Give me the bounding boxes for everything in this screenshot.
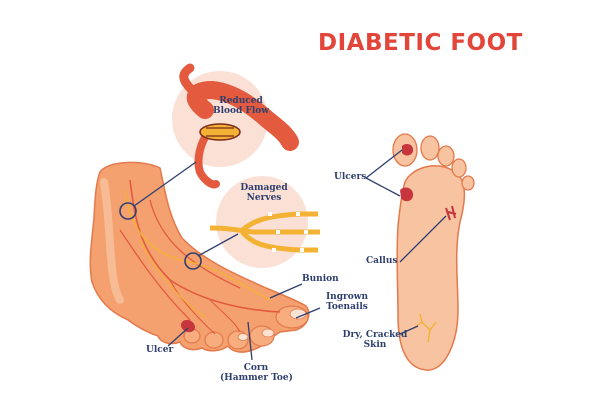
magnifier-circle-icon [184, 252, 202, 270]
label-bunion: Bunion [302, 274, 339, 284]
sole-ulcer-wound [400, 187, 414, 202]
toe-ulcer-wound [402, 143, 414, 156]
label-ulcers: Ulcers [334, 172, 367, 182]
blood-vessel-icon [179, 63, 299, 189]
label-corn-hammer-toe: Corn (Hammer Toe) [220, 363, 293, 383]
label-ingrown-toenails: Ingrown Toenails [325, 292, 369, 312]
leader-lines [133, 149, 447, 361]
ulcer-wound [181, 319, 196, 333]
diagram-title: DIABETIC FOOT [318, 30, 523, 56]
callus-mark [445, 205, 457, 221]
nerve-icon [209, 211, 320, 253]
cracks-mark [413, 313, 437, 343]
label-reduced-blood-flow: Reduced Blood Flow [212, 96, 270, 116]
label-damaged-nerves: Damaged Nerves [240, 183, 288, 203]
label-callus: Callus [366, 256, 398, 266]
sole-view-foot [392, 133, 475, 371]
label-dry-cracked-skin: Dry, Cracked Skin [342, 330, 408, 350]
magnifier-circle-icon [119, 202, 137, 220]
label-ulcer: Ulcer [146, 345, 174, 355]
